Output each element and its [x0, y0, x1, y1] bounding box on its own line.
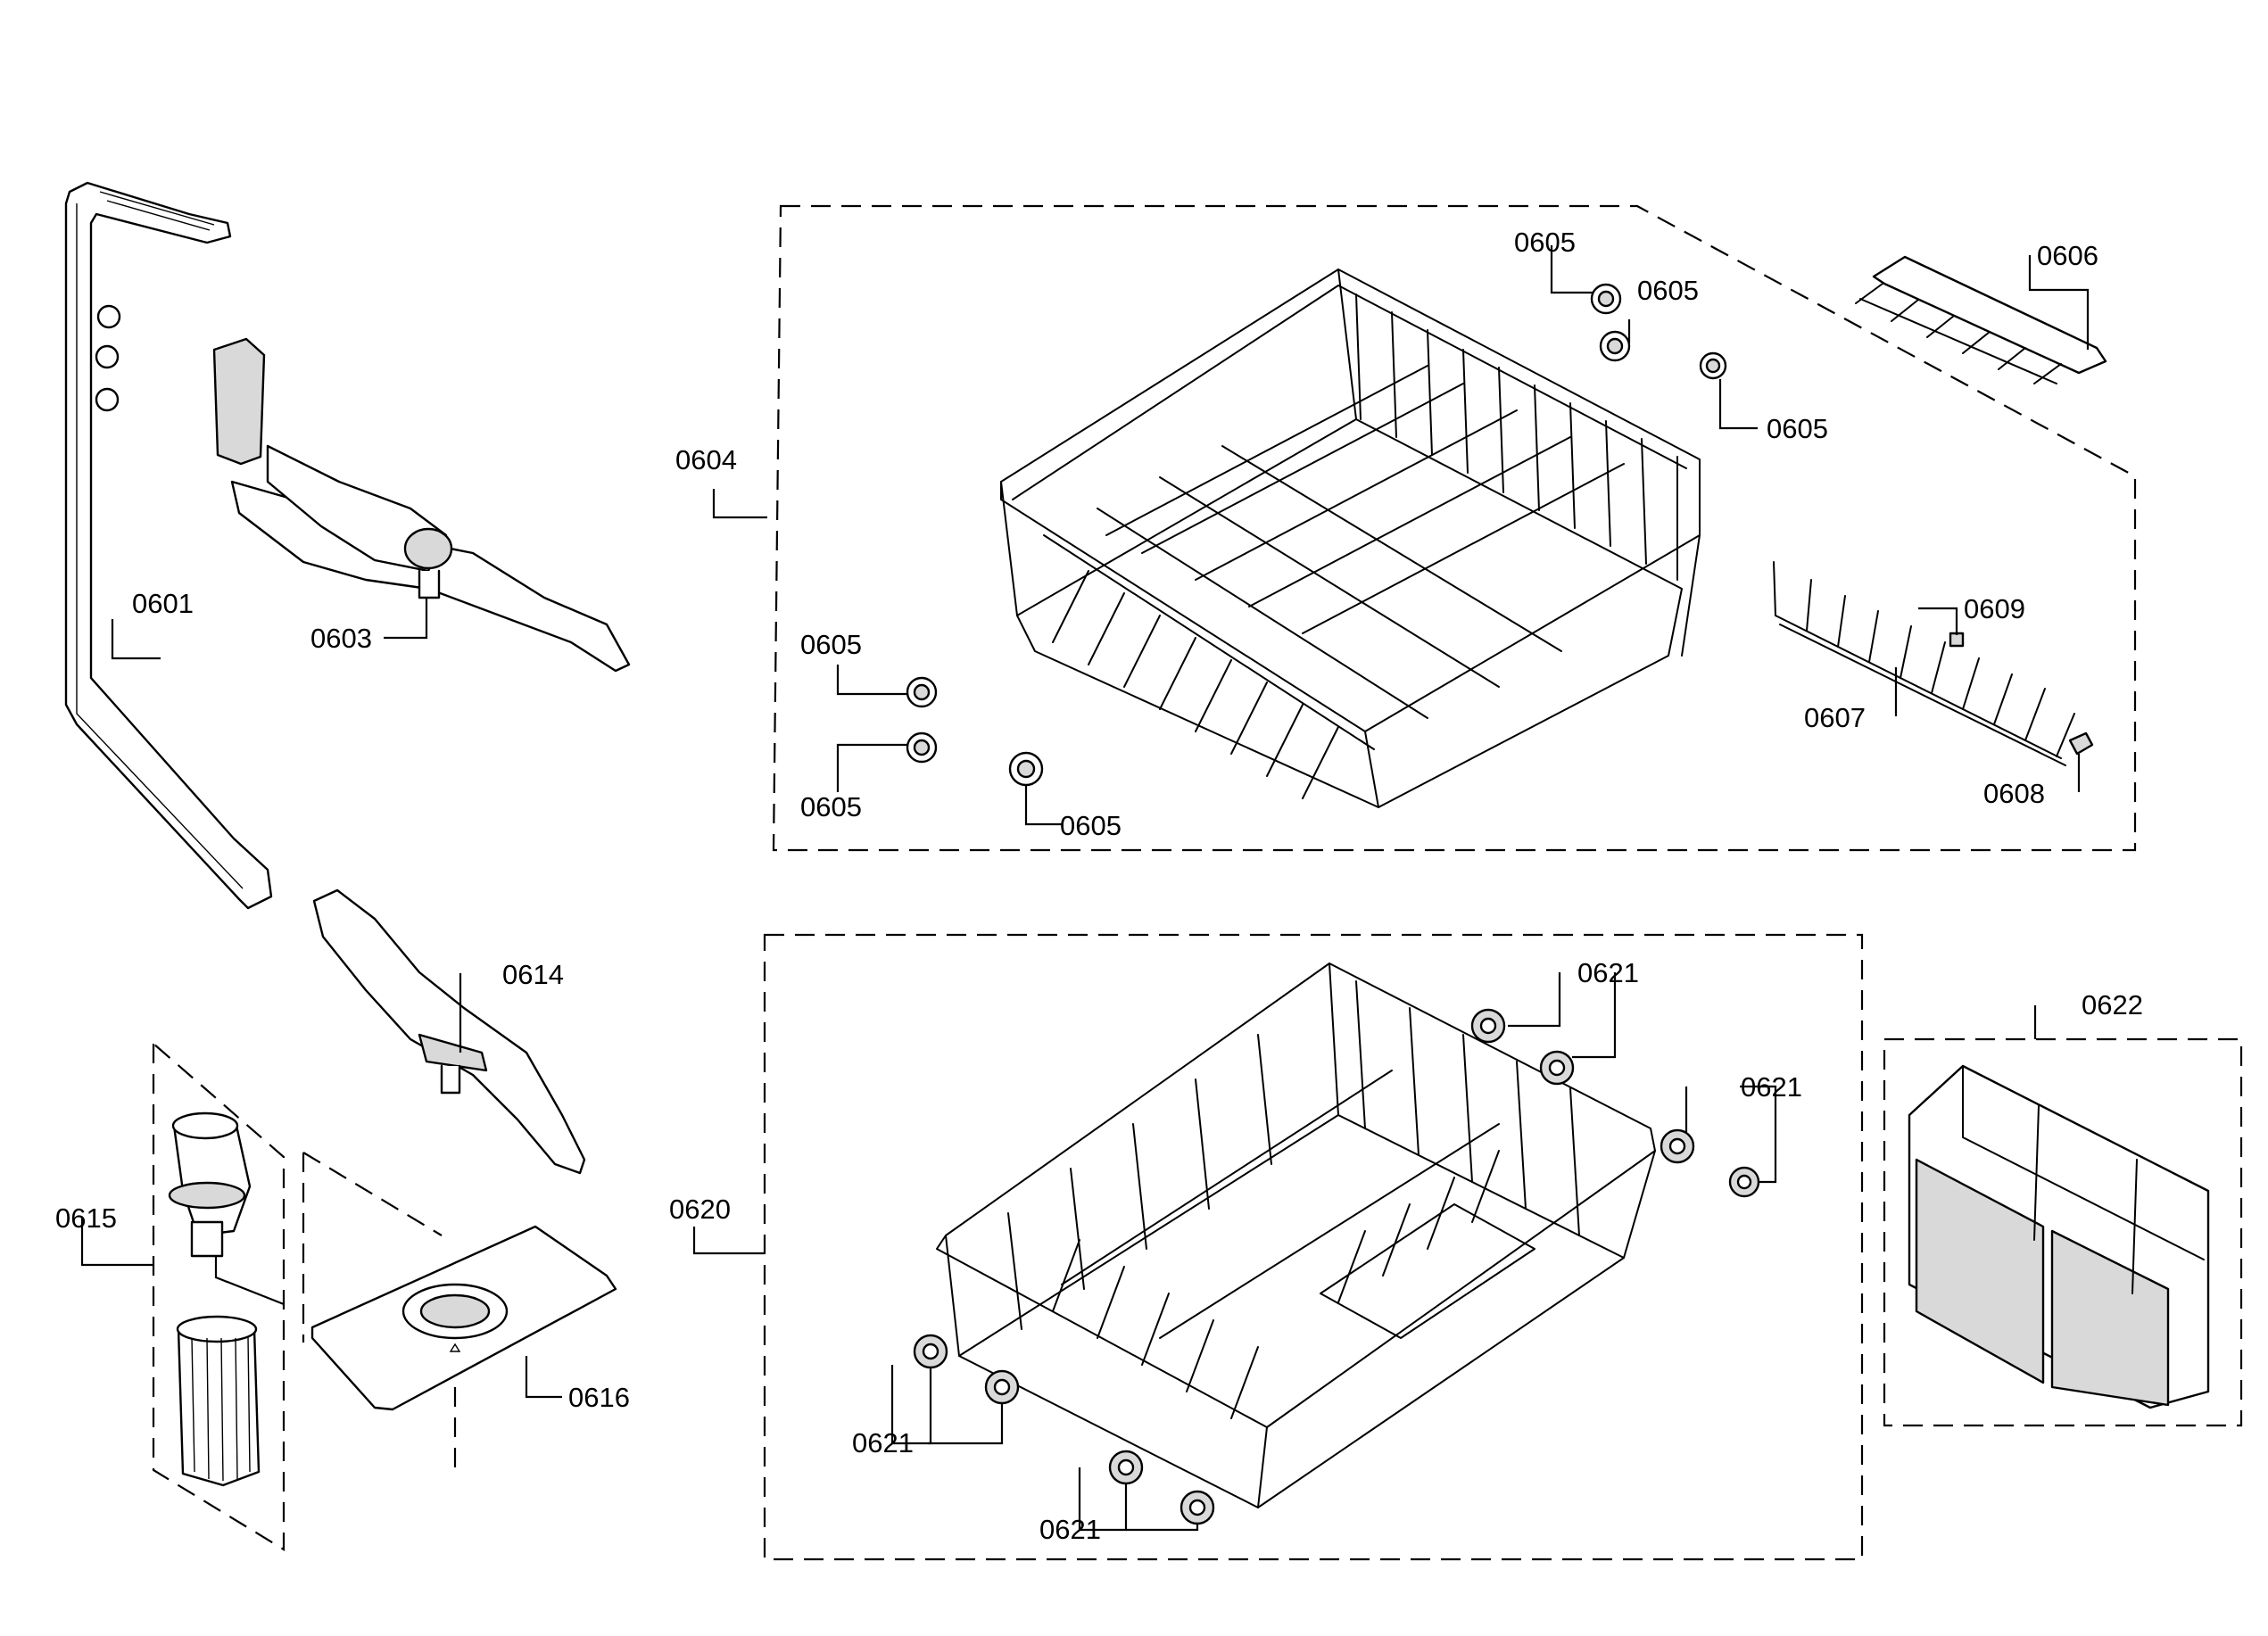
- label-0604: 0604: [675, 444, 737, 475]
- part-labels: 0601 0603 0604 0605 0605 0605 0605 0605 …: [55, 227, 2143, 1545]
- rack-roller-part: [1590, 283, 1622, 315]
- micro-filter-guide-outline: [302, 1152, 457, 1467]
- cutlery-basket-part: [1908, 1064, 2210, 1409]
- label-0605-top-a: 0605: [1514, 227, 1576, 258]
- label-0621-top-a: 0621: [1577, 957, 1639, 988]
- label-0614: 0614: [502, 959, 564, 990]
- spray-pipe-part: [64, 181, 273, 910]
- lower-spray-arm-part: [312, 888, 586, 1175]
- label-0609: 0609: [1964, 593, 2025, 624]
- label-0603: 0603: [310, 623, 372, 654]
- lower-rack-wheel-part: [1728, 1166, 1760, 1198]
- rack-roller-part: [1699, 351, 1727, 380]
- label-0616: 0616: [568, 1382, 630, 1413]
- label-0605-left-c: 0605: [1060, 810, 1122, 841]
- upper-rack-group-outline: [772, 204, 2137, 852]
- lower-rack-wheel-part: [1470, 1008, 1506, 1044]
- leader-lines: [80, 245, 2090, 1532]
- cup-shelf-part: [1855, 255, 2107, 384]
- label-0622: 0622: [2082, 989, 2143, 1020]
- rack-roller-part: [906, 731, 938, 764]
- tine-row-part: [1773, 561, 2075, 766]
- lower-rack-wheel-part: [984, 1369, 1020, 1405]
- label-0606: 0606: [2037, 240, 2098, 271]
- lower-rack-wheel-part: [913, 1334, 948, 1369]
- lower-rack-wheels: [913, 1008, 1760, 1525]
- label-0615: 0615: [55, 1202, 117, 1234]
- lower-rack-wheel-part: [1108, 1450, 1144, 1485]
- label-0621-top-b: 0621: [1741, 1071, 1802, 1103]
- label-0621-bottom-b: 0621: [1039, 1514, 1101, 1545]
- rack-roller-part: [1599, 330, 1631, 362]
- lower-rack-wheel-part: [1660, 1128, 1695, 1164]
- label-0605-left-b: 0605: [800, 791, 862, 822]
- rack-roller-part: [1008, 751, 1044, 787]
- lower-rack-wheel-part: [1539, 1050, 1575, 1086]
- micro-filter-part: [310, 1225, 617, 1411]
- clip-0609-part: [1949, 632, 1965, 648]
- cutlery-basket-group-outline: [1883, 1037, 2243, 1427]
- lower-rack-wheel-part: [1180, 1490, 1215, 1525]
- label-0605-left-a: 0605: [800, 629, 862, 660]
- label-0601: 0601: [132, 588, 194, 619]
- clip-0608-part: [2068, 731, 2094, 756]
- filter-assembly-part: [168, 1111, 261, 1487]
- label-0608: 0608: [1983, 778, 2045, 809]
- label-0605-top-b: 0605: [1637, 275, 1699, 306]
- lower-rack-part: [936, 963, 1656, 1508]
- upper-spray-arm-part: [212, 337, 631, 673]
- label-0620: 0620: [669, 1194, 731, 1225]
- upper-rack-part: [1000, 269, 1701, 808]
- upper-rack-rollers: [906, 283, 1727, 787]
- label-0621-bottom-a: 0621: [852, 1427, 914, 1458]
- filter-group-outline: [152, 1041, 286, 1551]
- rack-roller-part: [906, 676, 938, 708]
- label-0605-top-c: 0605: [1767, 413, 1828, 444]
- label-0607: 0607: [1804, 702, 1866, 733]
- lower-rack-group-outline: [763, 933, 1864, 1561]
